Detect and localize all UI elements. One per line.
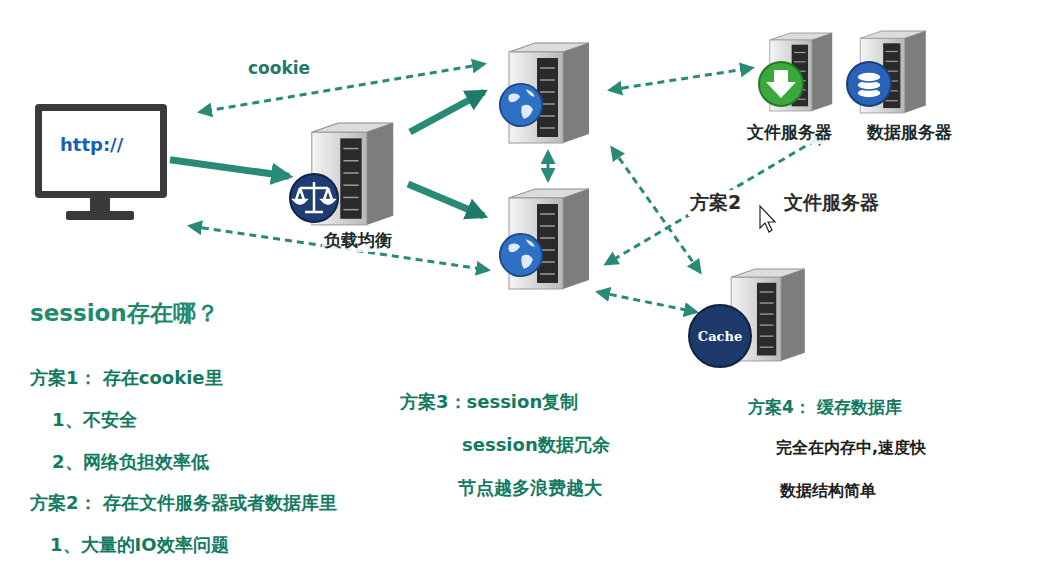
request-arrow — [170, 160, 289, 177]
server-label: 负载均衡 — [322, 229, 394, 252]
edge-label: cookie — [248, 58, 310, 78]
scheme-point: 1、大量的IO效率问题 — [50, 533, 229, 557]
url-text: http:// — [60, 134, 123, 155]
scheme-heading: 方案2： 存在文件服务器或者数据库里 — [30, 491, 337, 515]
section-title: session存在哪？ — [30, 298, 219, 329]
scheme-heading: 方案4： 缓存数据库 — [748, 396, 902, 419]
scheme-heading: 方案3：session复制 — [400, 390, 578, 414]
annotation: 文件服务器 — [782, 190, 881, 216]
load-balancer: 负载均衡 — [292, 118, 424, 252]
file-server: 文件服务器 — [730, 22, 848, 144]
scheme-point: session数据冗余 — [462, 433, 610, 457]
scheme-point: 数据结构简单 — [780, 481, 876, 502]
server-label: 文件服务器 — [745, 121, 834, 144]
annotation: 方案2 — [688, 190, 743, 216]
scheme-point: 节点越多浪费越大 — [458, 476, 602, 500]
data-server: 数据服务器 — [846, 22, 972, 144]
scheme-heading: 方案1： 存在cookie里 — [30, 366, 223, 390]
scheme-point: 2、网络负担效率低 — [52, 450, 209, 474]
scheme-point: 1、不安全 — [52, 408, 137, 432]
scheme-point: 完全在内存中,速度快 — [776, 438, 926, 459]
cache-badge: Cache — [688, 304, 752, 368]
cache-server: Cache — [688, 262, 818, 370]
browser-monitor: http:// — [35, 104, 167, 198]
server-label: 数据服务器 — [865, 121, 954, 144]
